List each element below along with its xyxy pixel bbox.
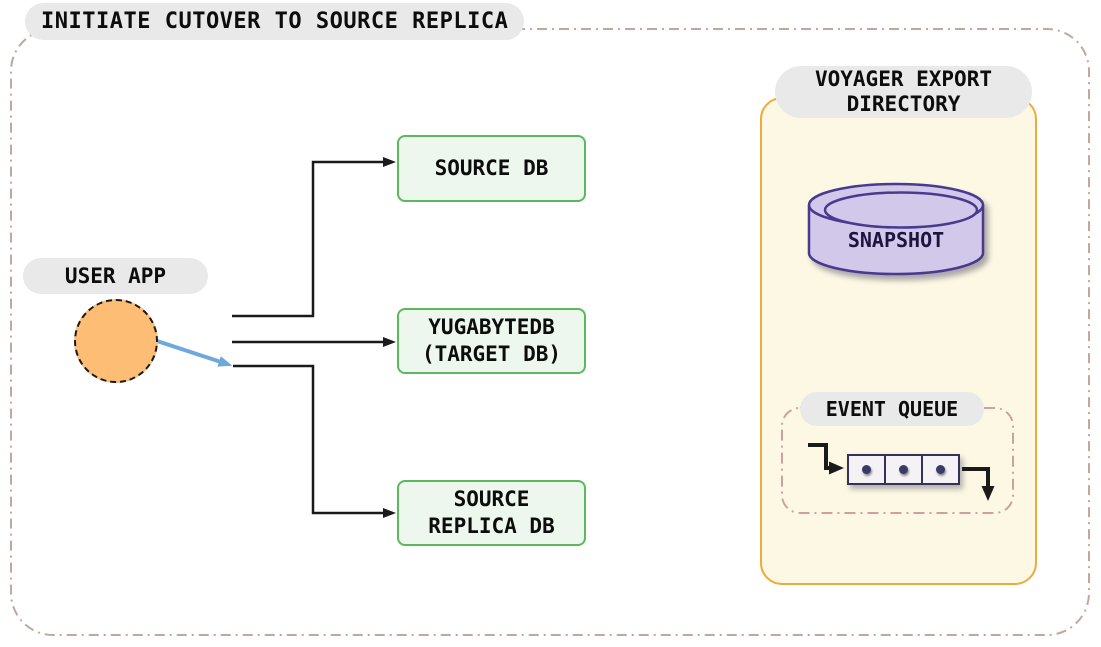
event-dot-icon <box>899 465 908 474</box>
source-replica-db-label-line1: SOURCE <box>453 487 530 511</box>
voyager-label-line2: DIRECTORY <box>846 92 961 116</box>
queue-item-icon <box>884 454 923 485</box>
source-replica-db-box: SOURCE REPLICA DB <box>397 480 586 546</box>
target-db-box: YUGABYTEDB (TARGET DB) <box>397 308 586 374</box>
queue-item-icon <box>847 454 886 485</box>
queue-item-icon <box>921 454 960 485</box>
snapshot-label: SNAPSHOT <box>847 228 945 252</box>
voyager-export-directory-panel <box>760 97 1037 585</box>
target-db-label-line2: (TARGET DB) <box>421 342 562 366</box>
source-db-label: SOURCE DB <box>434 156 549 180</box>
event-queue-label: EVENT QUEUE <box>800 392 984 426</box>
target-db-label-line1: YUGABYTEDB <box>428 315 555 339</box>
user-app-circle-icon <box>74 299 158 383</box>
voyager-export-directory-label: VOYAGER EXPORT DIRECTORY <box>775 66 1032 118</box>
cutover-blue-arrow <box>153 338 233 367</box>
event-dot-icon <box>862 465 871 474</box>
snapshot-cylinder-icon <box>807 182 985 276</box>
voyager-label-line1: VOYAGER EXPORT <box>814 67 992 91</box>
queue-cells <box>847 454 960 485</box>
arrow-to-source-replica-db <box>233 364 396 518</box>
source-replica-db-label-line2: REPLICA DB <box>428 514 555 538</box>
user-app-label: USER APP <box>23 258 208 294</box>
event-dot-icon <box>936 465 945 474</box>
source-db-box: SOURCE DB <box>397 135 586 202</box>
arrow-to-source-db <box>232 157 396 318</box>
diagram-title: INITIATE CUTOVER TO SOURCE REPLICA <box>25 3 525 40</box>
